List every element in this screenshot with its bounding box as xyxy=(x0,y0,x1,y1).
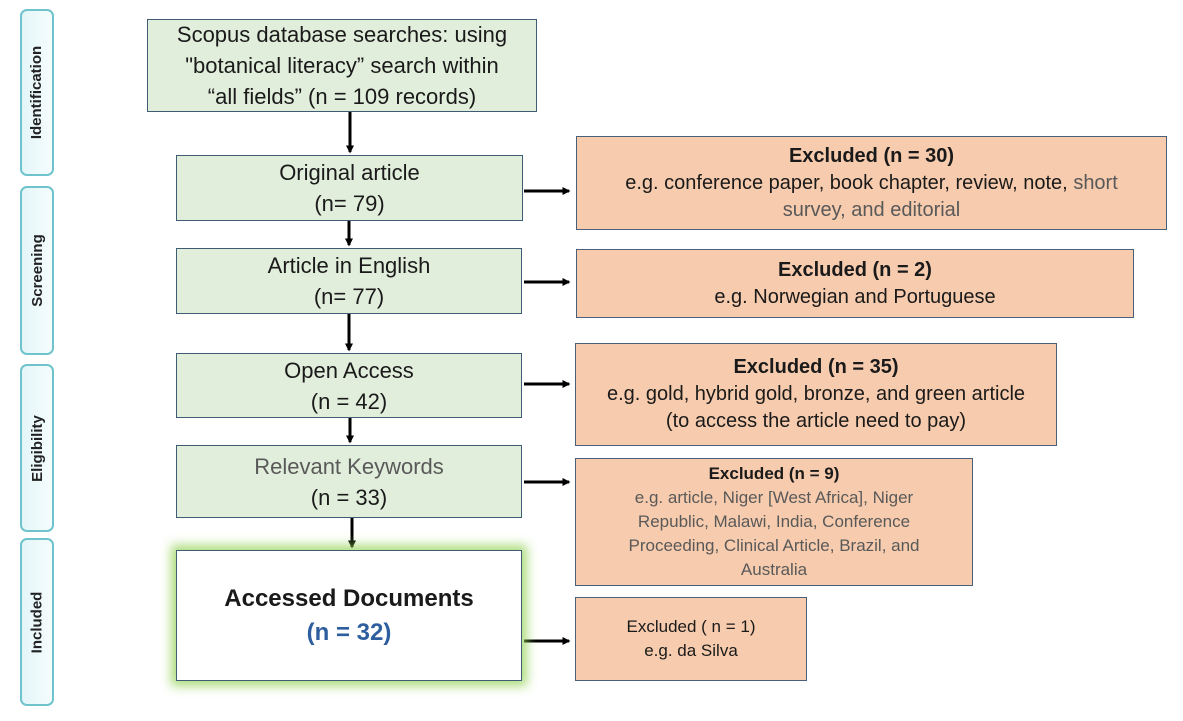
excluded-original-line-2: survey, and editorial xyxy=(782,198,961,221)
excluded-openaccess-heading: Excluded (n = 35) xyxy=(733,356,899,378)
excluded-original-line-1-main: e.g. conference paper, book chapter, rev… xyxy=(625,171,1068,194)
original-article-box: Original article (n= 79) xyxy=(176,155,523,221)
excluded-openaccess-box: Excluded (n = 35) e.g. gold, hybrid gold… xyxy=(575,343,1057,446)
scopus-search-box: Scopus database searches: using "botanic… xyxy=(147,19,537,112)
scopus-line-3: “all fields” (n = 109 records) xyxy=(207,84,477,109)
excluded-openaccess-line-1: e.g. gold, hybrid gold, bronze, and gree… xyxy=(606,383,1026,405)
excluded-english-line-1: e.g. Norwegian and Portuguese xyxy=(714,285,996,308)
scopus-line-1: Scopus database searches: using xyxy=(176,22,508,47)
excluded-accessed-line-1: e.g. da Silva xyxy=(644,641,738,660)
excluded-original-box: Excluded (n = 30) e.g. conference paper,… xyxy=(576,136,1167,230)
article-english-count: (n= 77) xyxy=(313,284,385,309)
accessed-documents-label: Accessed Documents xyxy=(224,584,474,612)
accessed-documents-box: Accessed Documents (n = 32) xyxy=(176,550,522,681)
article-english-box: Article in English (n= 77) xyxy=(176,248,522,314)
phase-eligibility: Eligibility xyxy=(20,364,54,532)
phase-identification: Identification xyxy=(20,9,54,176)
phase-included: Included xyxy=(20,538,54,706)
excluded-keywords-heading: Excluded (n = 9) xyxy=(708,464,840,483)
article-english-label: Article in English xyxy=(267,253,431,278)
relevant-keywords-label: Relevant Keywords xyxy=(254,453,444,479)
excluded-keywords-box: Excluded (n = 9) e.g. article, Niger [We… xyxy=(575,458,973,586)
excluded-keywords-line-3: Proceeding, Clinical Article, Brazil, an… xyxy=(628,536,920,555)
relevant-keywords-count: (n = 33) xyxy=(310,484,388,510)
excluded-accessed-box: Excluded ( n = 1) e.g. da Silva xyxy=(575,597,807,681)
scopus-line-2: "botanical literacy” search within xyxy=(185,53,499,78)
excluded-english-heading: Excluded (n = 2) xyxy=(778,258,932,281)
accessed-documents-count: (n = 32) xyxy=(306,618,392,646)
open-access-box: Open Access (n = 42) xyxy=(176,353,522,418)
excluded-english-box: Excluded (n = 2) e.g. Norwegian and Port… xyxy=(576,249,1134,318)
open-access-label: Open Access xyxy=(284,357,414,383)
excluded-original-line-1: e.g. conference paper, book chapter, rev… xyxy=(625,170,1118,197)
open-access-count: (n = 42) xyxy=(310,388,388,414)
excluded-keywords-line-1: e.g. article, Niger [West Africa], Niger xyxy=(634,488,914,507)
excluded-original-heading: Excluded (n = 30) xyxy=(788,144,955,167)
excluded-openaccess-line-2: (to access the article need to pay) xyxy=(665,410,967,432)
original-article-label: Original article xyxy=(279,160,420,185)
excluded-keywords-line-4: Australia xyxy=(740,560,808,579)
excluded-keywords-line-2: Republic, Malawi, India, Conference xyxy=(637,512,911,531)
original-article-count: (n= 79) xyxy=(314,191,385,216)
excluded-accessed-heading: Excluded ( n = 1) xyxy=(626,617,756,636)
relevant-keywords-box: Relevant Keywords (n = 33) xyxy=(176,445,522,518)
phase-screening: Screening xyxy=(20,186,54,355)
excluded-original-line-1-muted: short xyxy=(1073,171,1118,194)
